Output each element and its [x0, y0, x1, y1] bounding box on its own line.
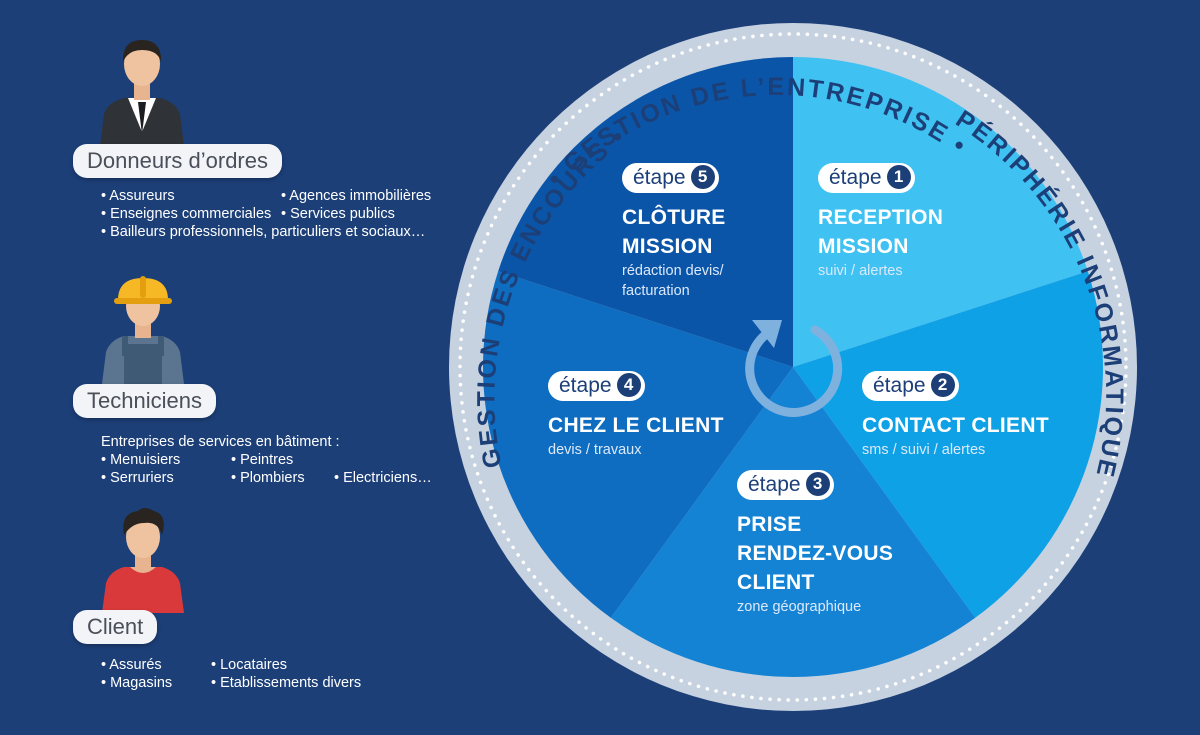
cycle-arrow-icon: [745, 320, 843, 417]
actor-label: Techniciens: [73, 384, 216, 418]
step-subtitle: rédaction devis/facturation: [622, 261, 726, 301]
ring-dots: [458, 32, 1128, 702]
step-subtitle: sms / suivi / alertes: [862, 442, 986, 458]
step-title-line: CONTACT CLIENT: [862, 414, 1049, 437]
actor-intro: Entreprises de services en bâtiment :: [101, 434, 340, 450]
list-item: • Plombiers: [231, 470, 305, 486]
actor-details: Entreprises de services en bâtiment : • …: [101, 433, 461, 487]
sector-step-5: [498, 57, 793, 367]
step-number: 2: [930, 373, 955, 397]
step-title: CHEZ LE CLIENT: [548, 411, 724, 440]
step-title-line: CLÔTURE: [622, 206, 726, 229]
step-title-line: RENDEZ-VOUS: [737, 542, 894, 565]
client-person-icon: [102, 508, 184, 613]
step-title-line: MISSION: [818, 235, 909, 258]
step-badge-label: étape: [873, 374, 926, 397]
list-item: • Serruriers: [101, 470, 174, 486]
step-number: 3: [805, 472, 830, 496]
step-number: 5: [690, 165, 715, 189]
list-item: • Menuisiers: [101, 452, 181, 468]
step-badge-label: étape: [829, 166, 882, 189]
step-title: CLÔTURE MISSION: [622, 203, 726, 261]
step-badge-label: étape: [748, 473, 801, 496]
list-item: • Assurés: [101, 657, 162, 673]
list-item: • Enseignes commerciales: [101, 206, 272, 222]
actor-label: Client: [73, 610, 158, 644]
step-subtitle: zone géographique: [737, 599, 862, 615]
sector-step-4: [483, 271, 793, 618]
step-title-line: MISSION: [622, 235, 713, 258]
list-item: • Peintres: [231, 452, 294, 468]
step-subtitle: suivi / alertes: [818, 263, 903, 279]
list-item: • Bailleurs professionnels, particuliers…: [101, 224, 426, 240]
actor-label: Donneurs d’ordres: [73, 144, 282, 178]
step-subtitle-line: rédaction devis/: [622, 263, 724, 279]
step-badge-label: étape: [559, 374, 612, 397]
list-item: • Magasins: [101, 675, 173, 691]
step-number: 4: [616, 373, 641, 397]
list-item: • Locataires: [211, 657, 288, 673]
actor-details: • Assureurs • Agences immobilières • Ense…: [101, 187, 461, 241]
list-item: • Etablissements divers: [211, 675, 362, 691]
step-subtitle-line: facturation: [622, 283, 690, 299]
businessman-icon: [100, 40, 184, 146]
list-item: • Services publics: [281, 206, 395, 222]
step-title: RECEPTION MISSION: [818, 203, 943, 261]
list-item: • Electriciens…: [334, 470, 432, 486]
step-title: PRISE RENDEZ-VOUS CLIENT: [737, 510, 893, 597]
cycle-sectors: [483, 57, 1103, 678]
step-title-line: RECEPTION: [818, 206, 944, 229]
step-title-line: CHEZ LE CLIENT: [548, 414, 724, 437]
actor-details: • Assurés • Locataires • Magasins • Etabli…: [101, 656, 461, 692]
list-item: • Agences immobilières: [281, 188, 432, 204]
construction-worker-icon: [102, 276, 184, 384]
sector-step-3: [610, 367, 976, 678]
sector-step-2: [793, 271, 1103, 618]
step-subtitle: devis / travaux: [548, 442, 642, 458]
step-number: 1: [886, 165, 911, 189]
list-item: • Assureurs: [101, 188, 175, 204]
step-title-line: PRISE: [737, 513, 802, 536]
sector-step-1: [793, 57, 1088, 367]
step-badge-label: étape: [633, 166, 686, 189]
step-title-line: CLIENT: [737, 571, 815, 594]
step-title: CONTACT CLIENT: [862, 411, 1049, 440]
